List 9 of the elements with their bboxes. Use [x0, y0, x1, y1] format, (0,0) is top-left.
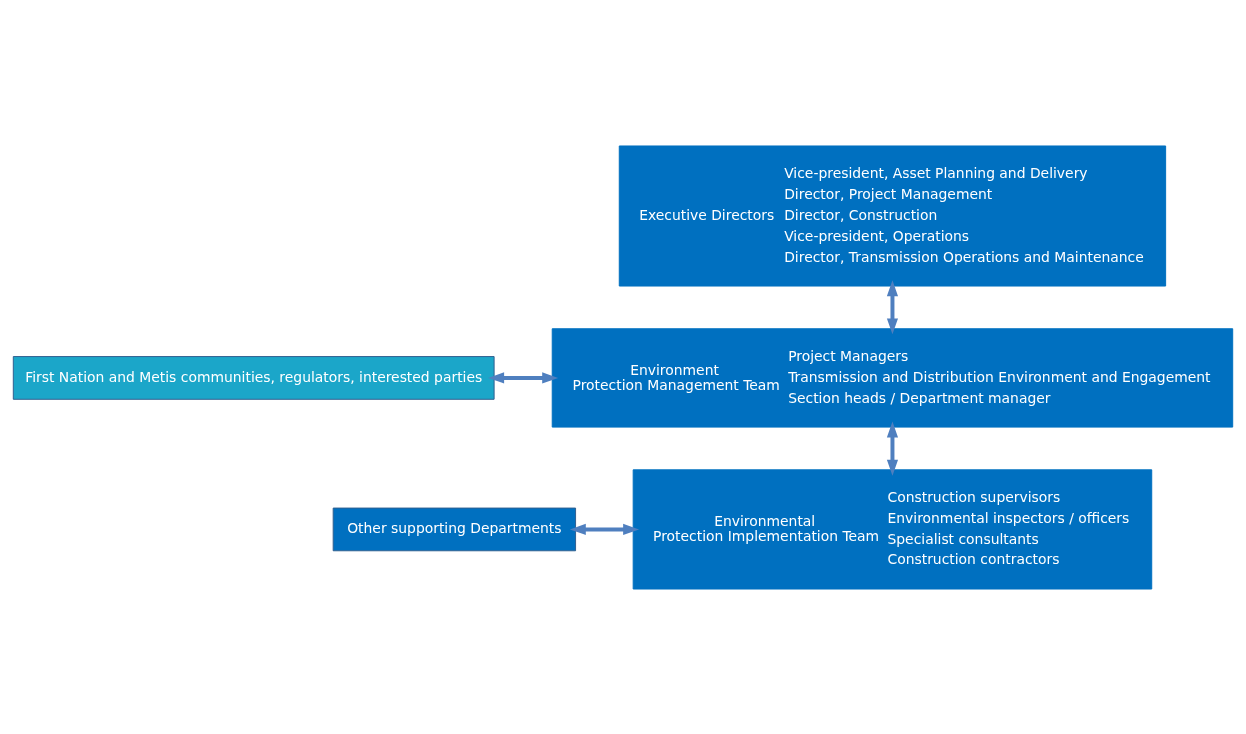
- node-box: First Nation and Metis communities, regulators, interested parties: [12, 355, 495, 400]
- node-box: Other supporting Departments: [332, 507, 577, 551]
- arrow: [886, 279, 899, 334]
- node-box: Environment Protection Management Team Project Managers Transmission and Distribution Environment and Engagement Section heads / Department manager: [551, 327, 1234, 428]
- node-box: Executive Directors Vice-president, Asset Planning and Delivery Director, Project Management Director, Construction Vice-president, Operations Director, Transmission Operations and Maintenance: [618, 144, 1167, 287]
- arrow: [886, 420, 899, 476]
- arrow: [488, 371, 559, 383]
- node-box: Environmental Protection Implementation Team Construction supervisors Environmental inspectors / officers Specialist consultants Construction contractors: [632, 468, 1153, 590]
- arrow: [569, 523, 640, 535]
